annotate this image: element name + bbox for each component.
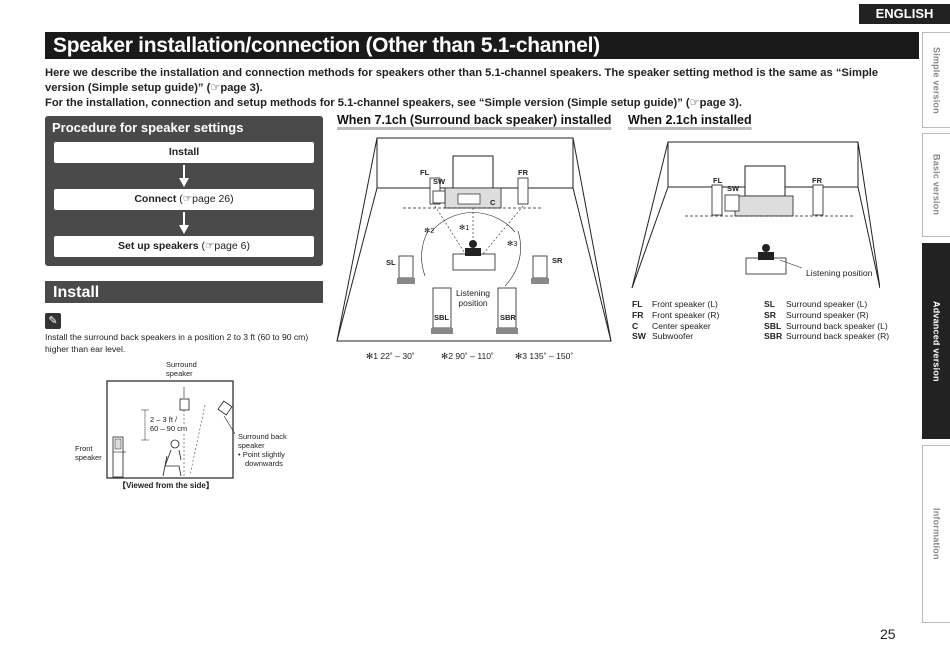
procedure-title: Procedure for speaker settings xyxy=(52,120,244,135)
diagram-caption: 【Viewed from the side】 xyxy=(118,481,214,490)
intro-paragraph-2: For the installation, connection and set… xyxy=(45,97,742,109)
label-sbl-71: SBL xyxy=(434,313,449,322)
wrench-icon: ✎ xyxy=(45,313,61,329)
note-angle-2: ✻2 90˚ – 110˚ xyxy=(441,351,494,361)
intro-paragraph-1: Here we describe the installation and co… xyxy=(45,67,879,94)
side-tab-information[interactable]: Information xyxy=(922,445,950,623)
side-tab-simple[interactable]: Simple version xyxy=(922,32,950,128)
diagram-21ch-room xyxy=(631,141,880,289)
install-title: Install xyxy=(45,281,323,303)
label-height-ft: 2 – 3 ft / xyxy=(150,415,178,424)
section-title-21ch: When 2.1ch installed xyxy=(628,113,752,127)
label-front-speaker: Front speaker xyxy=(75,444,102,462)
label-height-cm: 60 – 90 cm xyxy=(150,424,188,433)
note-angle-3: ✻3 135˚ – 150˚ xyxy=(515,351,574,361)
label-fr-71: FR xyxy=(518,168,528,177)
side-view-diagram xyxy=(106,380,235,479)
label-star3: ✻3 xyxy=(507,239,518,248)
step-connect: Connect (☞page 26) xyxy=(54,189,314,210)
step-setup: Set up speakers (☞page 6) xyxy=(54,236,314,257)
section-title-71ch: When 7.1ch (Surround back speaker) insta… xyxy=(337,113,612,127)
note-angle-1: ✻1 22˚ – 30˚ xyxy=(366,351,415,361)
install-text: Install the surround back speakers in a … xyxy=(45,332,309,354)
label-sw-21: SW xyxy=(727,184,740,193)
label-fl-21: FL xyxy=(713,176,723,185)
label-fl-71: FL xyxy=(420,168,430,177)
intro-text: Here we describe the installation and co… xyxy=(45,66,920,111)
label-sl-71: SL xyxy=(386,258,396,267)
label-sbr-71: SBR xyxy=(500,313,516,322)
label-star2: ✻2 xyxy=(424,226,435,235)
label-c-71: C xyxy=(490,198,496,207)
side-tab-advanced[interactable]: Advanced version xyxy=(922,243,950,439)
diagram-71ch-room xyxy=(336,137,612,342)
arrow-down-icon xyxy=(179,212,189,234)
arrow-down-icon xyxy=(179,165,189,187)
label-fr-21: FR xyxy=(812,176,822,185)
label-sr-71: SR xyxy=(552,256,563,265)
page-number: 25 xyxy=(880,626,896,642)
step-install: Install xyxy=(54,142,314,163)
label-star1: ✻1 xyxy=(459,223,470,232)
side-tab-basic[interactable]: Basic version xyxy=(922,133,950,237)
language-tab: ENGLISH xyxy=(859,4,950,24)
label-listening-21: Listening position xyxy=(806,268,873,278)
label-surround-back: Surround back speaker • Point slightly d… xyxy=(238,432,287,468)
label-surround-speaker-box: Surround speaker xyxy=(166,360,206,378)
label-sw-71: SW xyxy=(433,177,446,186)
page-title: Speaker installation/connection (Other t… xyxy=(45,32,919,59)
